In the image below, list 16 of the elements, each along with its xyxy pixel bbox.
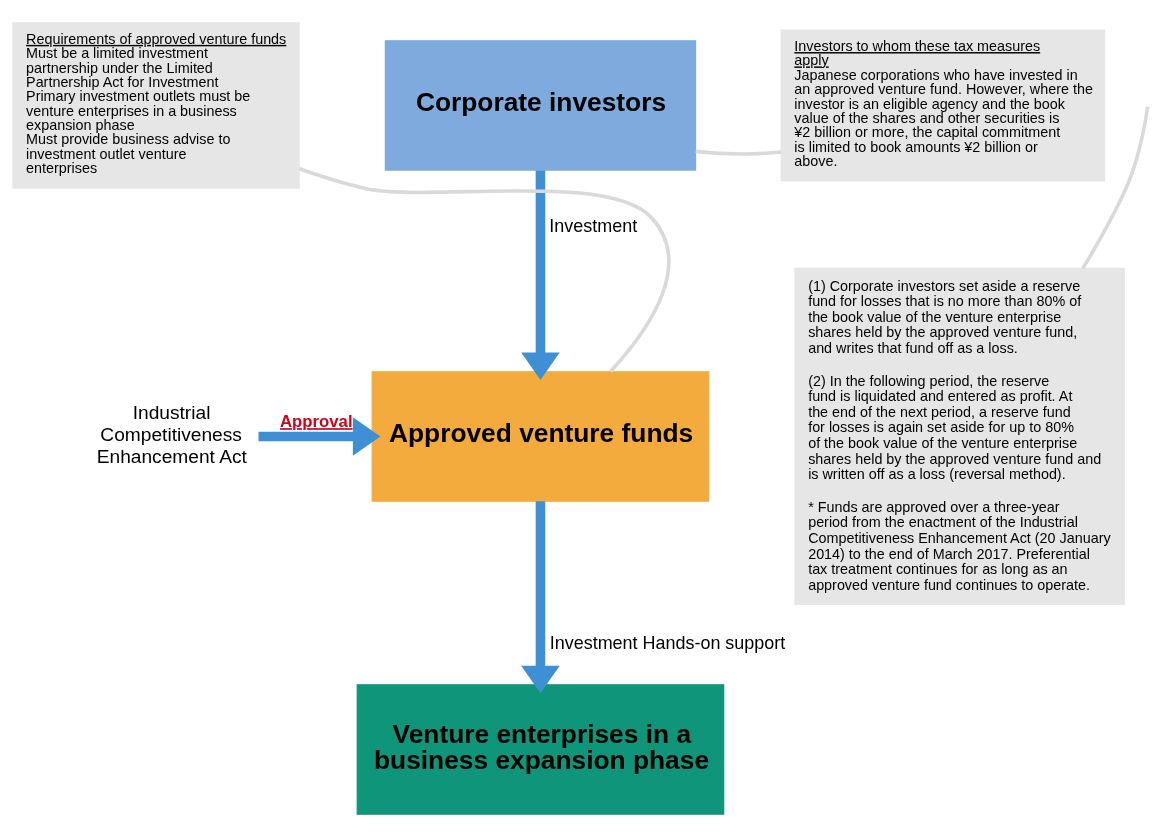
node-box: Investors to whom these tax measures apply Japanese corporations who have invested in an approved venture fund. However, where the investor is an eligible agency and the book value of the shares and other securities is ¥2 billion or more, the capital commitment is limited to book amounts ¥2 billion or above.: [780, 28, 1106, 181]
arrow: [258, 416, 381, 456]
node-text: Industrial Competitiveness Enhancement Act: [96, 401, 247, 467]
node-box: Corporate investors: [384, 39, 697, 171]
node-box: Approved venture funds: [371, 370, 710, 502]
edge-label: Approval: [279, 411, 353, 431]
node-box: Venture enterprises in a business expansion phase: [356, 683, 725, 815]
connector: [1081, 106, 1150, 269]
edge-label: Investment: [549, 215, 638, 236]
connector: [298, 166, 671, 373]
edge-label: Investment Hands-on support: [549, 632, 786, 653]
arrow: [521, 500, 560, 693]
connector: [695, 149, 782, 156]
node-box: (1) Corporate investors set aside a reserve fund for losses that is no more than 80% of the book value of the venture enterprise shares held by the approved venture fund, and writes that fund off as a loss. (2) In the following period, the reserve fund is liquidated and entered as profit. At the end of the next period, a reserve fund for losses is again set aside for up to 80% of the book value of the venture enterprise shares held by the approved venture fund and is written off as a loss (reversal method). * Funds are approved over a three-year period from the enactment of the Industrial Competitiveness Enhancement Act (20 January 2014) to the end of March 2017. Preferential tax treatment continues for as long as an approved venture fund continues to operate.: [794, 267, 1125, 605]
node-box: Requirements of approved venture funds Must be a limited investment partnership under the Limited Partnership Act for Investment Primary investment outlets must be venture enterprises in a business expansion phase Must provide business advise to investment outlet venture enterprises: [12, 21, 300, 189]
arrow: [521, 169, 560, 380]
